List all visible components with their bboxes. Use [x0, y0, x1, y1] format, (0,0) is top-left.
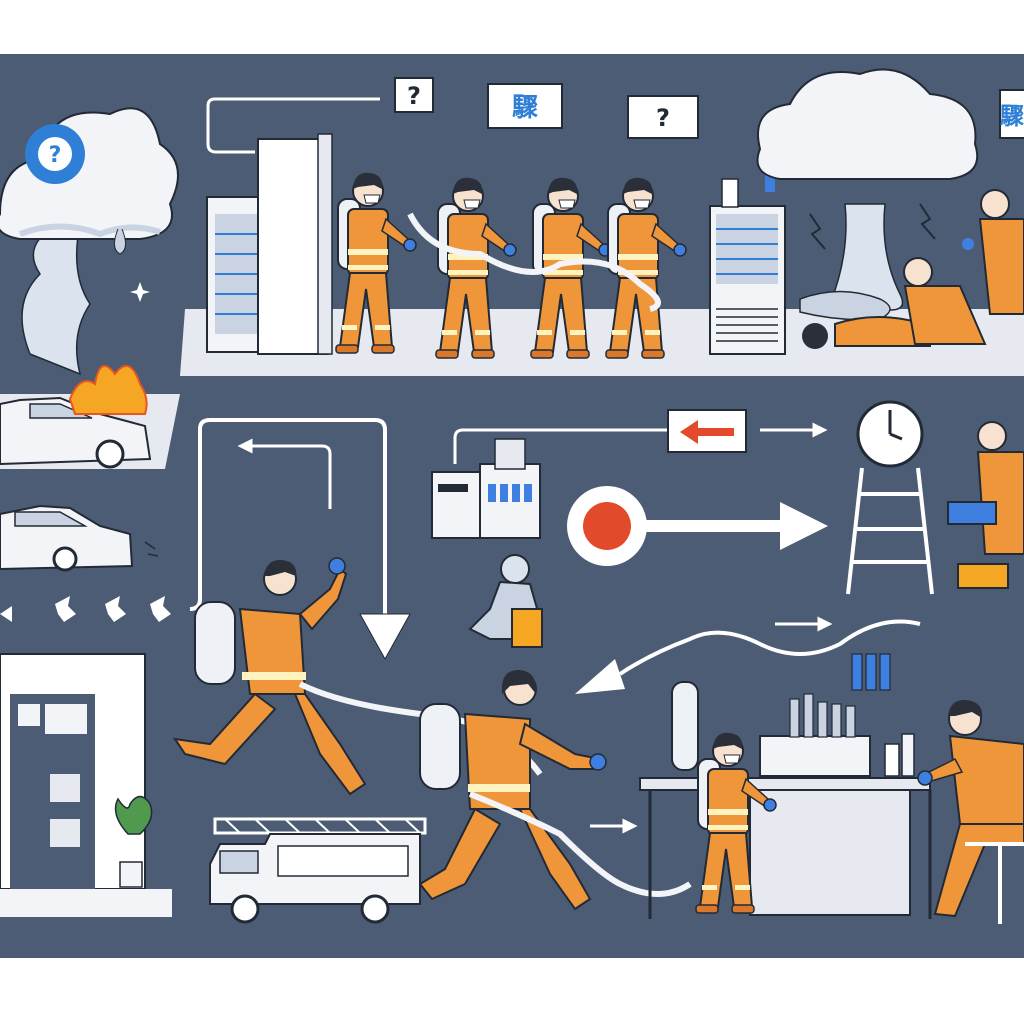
start-marker-arrow [567, 486, 828, 566]
return-arrow [618, 619, 921, 676]
storm-cloud-right-icon [756, 68, 979, 321]
flow-arrow-back [237, 438, 332, 509]
swap-sign [667, 409, 747, 453]
cloud-question-mark: ? [49, 143, 62, 168]
return-arrow-head [575, 659, 625, 694]
svg-text:驟: 驟 [512, 93, 538, 123]
car-fire-icon [0, 365, 180, 469]
car-icon [0, 504, 159, 572]
ladder-icon [846, 467, 934, 595]
chevron-row [0, 596, 171, 622]
building-door [257, 133, 333, 355]
running-firefighter-2 [418, 669, 692, 911]
water-station-icon [431, 428, 670, 539]
svg-text:驟: 驟 [1000, 102, 1024, 130]
hazmat-worker-icon [468, 554, 543, 648]
building-right [709, 174, 786, 355]
air-tank-icon [671, 681, 699, 771]
sparkle-icon [130, 282, 150, 302]
office-window [0, 653, 172, 917]
question-badge: ? [25, 124, 85, 184]
sign-question-1: ? [394, 77, 434, 113]
casualty-group [802, 189, 1024, 349]
flow-connector-top [206, 97, 380, 154]
flow-arrow-down-head [359, 613, 411, 661]
sign-glyph-1: 驟 [487, 83, 563, 129]
worker-with-tray [947, 421, 1024, 589]
sample-bottle [884, 733, 915, 777]
sign-glyph-2: 驟 [999, 89, 1024, 139]
water-bottle-icon [789, 653, 891, 738]
svg-text:?: ? [656, 104, 670, 132]
fire-truck-icon [209, 817, 427, 924]
clock-icon [856, 400, 924, 468]
flow-path-loop [189, 418, 395, 634]
potted-plant-icon [114, 795, 153, 888]
fire-hose-icon [407, 212, 661, 312]
svg-text:?: ? [407, 82, 421, 110]
sign-question-2: ? [627, 95, 699, 139]
emergency-response-diagram: ? ? 驟 ? 驟 [0, 54, 1024, 958]
seated-firefighter [917, 699, 1024, 924]
storm-cloud-icon [0, 107, 179, 376]
